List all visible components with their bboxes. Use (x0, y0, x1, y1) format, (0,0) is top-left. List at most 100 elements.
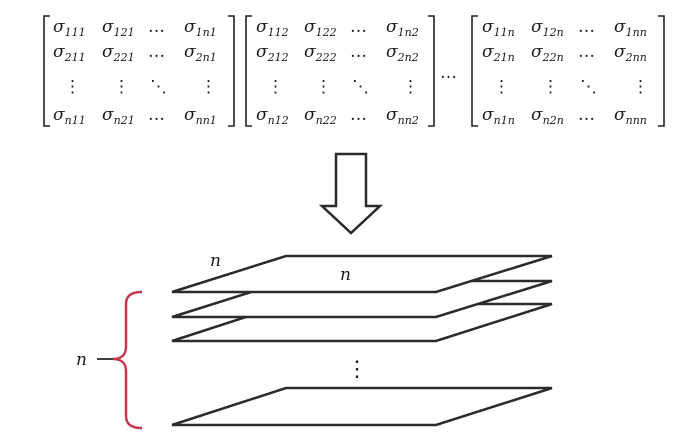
matrix-2-subscript: 2n2 (397, 51, 419, 64)
matrix-3-subscript: n1n (494, 114, 515, 127)
matrix-1-entry: σ (102, 17, 114, 37)
svg-text:σ11n σ12n …: σ11n σ12n … σ1nn (482, 17, 647, 41)
down-arrow-icon (318, 152, 384, 235)
matrix-1: σ111 σ121 … σ1n1 σ211 σ221 … σ2n1 ⋮ ⋮ ⋱ … (43, 15, 235, 129)
matrix-1-entry: σ (184, 42, 196, 62)
matrix-1-entry: σ (102, 105, 114, 125)
matrix-2-right-bracket (428, 15, 435, 127)
matrix-3-dots: … (578, 17, 595, 37)
matrix-3-subscript: 21n (493, 51, 515, 64)
slice-top-label: n (340, 265, 351, 285)
svg-text:σn11 σn21 …: σn11 σn21 … σnn1 (53, 105, 217, 129)
matrix-2-entry: σ (256, 17, 268, 37)
matrix-2-entry: σ (256, 42, 268, 62)
matrix-2-entry: σ (304, 42, 316, 62)
matrix-2-entry: σ (386, 105, 398, 125)
matrix-3-entry: σ (531, 17, 543, 37)
svg-text:σ111 σ121 …: σ111 σ121 … σ1n1 (53, 17, 217, 41)
matrix-1-subscript: 111 (65, 26, 86, 39)
matrix-1-entry: σ (53, 17, 65, 37)
matrix-1-dots: … (148, 105, 165, 125)
brace-label: n (76, 350, 87, 370)
svg-text:σ212 σ222 …: σ212 σ222 … σ2n2 (256, 42, 419, 66)
matrix-1-entry: σ (53, 42, 65, 62)
svg-text:⋮ ⋮ ⋱ ⋮: ⋮ ⋮ ⋱ ⋮ (267, 77, 419, 97)
svg-text:σn1n σn2n …: σn1n σn2n … σnnn (482, 105, 647, 129)
slice-top-side-label: n (210, 251, 221, 271)
matrix-1-entry: σ (102, 42, 114, 62)
matrix-3-dots: … (578, 105, 595, 125)
matrix-3-entry: σ (482, 42, 494, 62)
matrix-2-entry: σ (386, 42, 398, 62)
matrix-2-subscript: 112 (268, 26, 289, 39)
matrix-2-ddots: ⋱ (352, 77, 369, 97)
slice-top (171, 254, 553, 294)
matrix-1-entry: σ (184, 105, 196, 125)
matrix-2-vdots: ⋮ (315, 77, 332, 97)
matrix-2-subscript: 212 (267, 51, 289, 64)
matrix-2-dots: … (350, 105, 367, 125)
matrix-2-entry: σ (304, 17, 316, 37)
matrix-2-left-bracket (245, 15, 252, 127)
matrix-2: σ112 σ122 … σ1n2 σ212 σ222 … σ2n2 ⋮ ⋮ ⋱ … (245, 15, 435, 129)
matrix-1-vdots: ⋮ (113, 77, 130, 97)
matrix-1-subscript: 2n1 (195, 51, 217, 64)
matrix-3-entry: σ (614, 105, 626, 125)
matrix-1-subscript: n11 (65, 114, 86, 127)
matrix-3-dots: … (578, 42, 595, 62)
svg-text:σ112 σ122 …: σ112 σ122 … σ1n2 (256, 17, 419, 41)
matrix-3-vdots: ⋮ (493, 77, 510, 97)
matrix-3-subscript: 12n (543, 26, 564, 39)
matrix-3-subscript: 2nn (625, 51, 647, 64)
matrix-3-subscript: n2n (543, 114, 564, 127)
matrix-2-entry: σ (386, 17, 398, 37)
matrix-1-right-bracket (228, 15, 235, 127)
matrix-1-entry: σ (53, 105, 65, 125)
svg-text:σ21n σ22n …: σ21n σ22n … σ2nn (482, 42, 647, 66)
matrix-1-dots: … (148, 17, 165, 37)
matrix-1-subscript: 211 (64, 51, 86, 64)
matrix-2-subscript: n12 (268, 114, 289, 127)
matrix-3-entry: σ (614, 42, 626, 62)
matrix-1-vdots: ⋮ (64, 77, 81, 97)
matrix-3-entry: σ (531, 42, 543, 62)
matrix-1-subscript: 121 (114, 26, 135, 39)
stack-vertical-dots: ⋮ (346, 357, 368, 382)
matrix-1-subscript: 1n1 (196, 26, 217, 39)
matrix-2-entry: σ (256, 105, 268, 125)
left-brace (112, 290, 143, 430)
matrix-2-vdots: ⋮ (402, 77, 419, 97)
matrix-3-left-bracket (471, 15, 478, 127)
matrix-3-entry: σ (482, 105, 494, 125)
matrix-2-subscript: 122 (316, 26, 337, 39)
matrix-3-subscript: nnn (626, 114, 647, 127)
matrix-3-ddots: ⋱ (580, 77, 597, 97)
matrix-3-subscript: 22n (542, 51, 564, 64)
matrix-3-right-bracket (658, 15, 665, 127)
matrix-2-subscript: n22 (316, 114, 337, 127)
matrix-2-dots: … (350, 17, 367, 37)
matrix-1-subscript: n21 (114, 114, 135, 127)
matrix-1-subscript: nn1 (196, 114, 217, 127)
between-matrices-dots: … (440, 63, 457, 83)
svg-text:σn12 σn22 …: σn12 σn22 … σnn2 (256, 105, 419, 129)
matrix-3-entry: σ (531, 105, 543, 125)
svg-text:σ211 σ221 …: σ211 σ221 … σ2n1 (53, 42, 217, 66)
matrix-2-entry: σ (304, 105, 316, 125)
matrix-2-subscript: 222 (315, 51, 337, 64)
svg-text:⋮ ⋮ ⋱ ⋮: ⋮ ⋮ ⋱ ⋮ (64, 77, 217, 97)
matrix-3: σ11n σ12n … σ1nn σ21n σ22n … σ2nn ⋮ ⋮ ⋱ … (471, 15, 665, 129)
svg-text:⋮ ⋮ ⋱ ⋮: ⋮ ⋮ ⋱ ⋮ (493, 77, 649, 97)
matrix-1-subscript: 221 (113, 51, 135, 64)
slice-stack (171, 254, 553, 427)
slice-bottom (171, 386, 553, 427)
matrix-1-ddots: ⋱ (150, 77, 167, 97)
matrix-3-vdots: ⋮ (542, 77, 559, 97)
matrix-1-dots: … (148, 42, 165, 62)
matrix-2-subscript: nn2 (398, 114, 419, 127)
matrix-1-vdots: ⋮ (200, 77, 217, 97)
matrix-3-subscript: 11n (494, 26, 515, 39)
matrix-2-vdots: ⋮ (267, 77, 284, 97)
matrix-2-dots: … (350, 42, 367, 62)
